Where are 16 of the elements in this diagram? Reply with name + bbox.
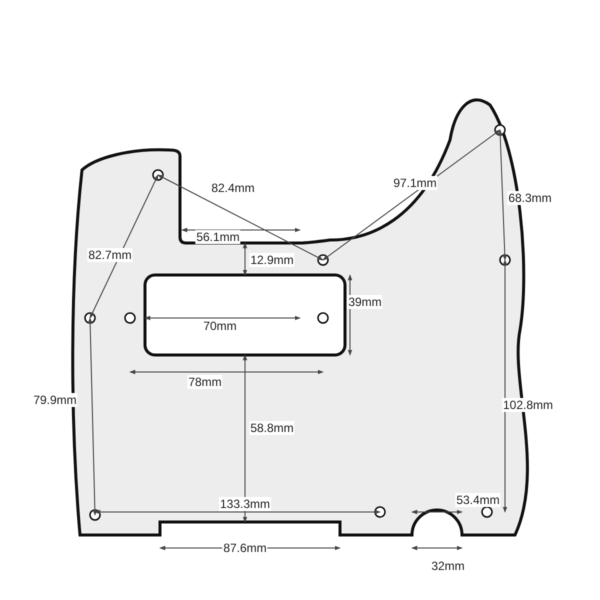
dimension-label: 12.9mm [249, 253, 295, 267]
dimension-label: 53.4mm [455, 493, 501, 507]
dimension-label: 78mm [187, 375, 223, 389]
dimension-label: 79.9mm [32, 393, 78, 407]
dimension-label: 97.1mm [392, 176, 438, 190]
dimension-label: 68.3mm [507, 191, 553, 205]
dimension-label: 102.8mm [502, 398, 554, 412]
dimension-label: 87.6mm [222, 541, 268, 555]
dimension-label: 39mm [347, 295, 383, 309]
dimension-label: 82.7mm [87, 248, 133, 262]
dimension-label: 70mm [202, 319, 238, 333]
dimension-label: 58.8mm [249, 421, 295, 435]
dimension-label: 32mm [430, 559, 466, 573]
dimension-label: 133.3mm [218, 497, 272, 511]
dimension-label: 82.4mm [210, 181, 256, 195]
dimension-label: 56.1mm [195, 230, 241, 244]
